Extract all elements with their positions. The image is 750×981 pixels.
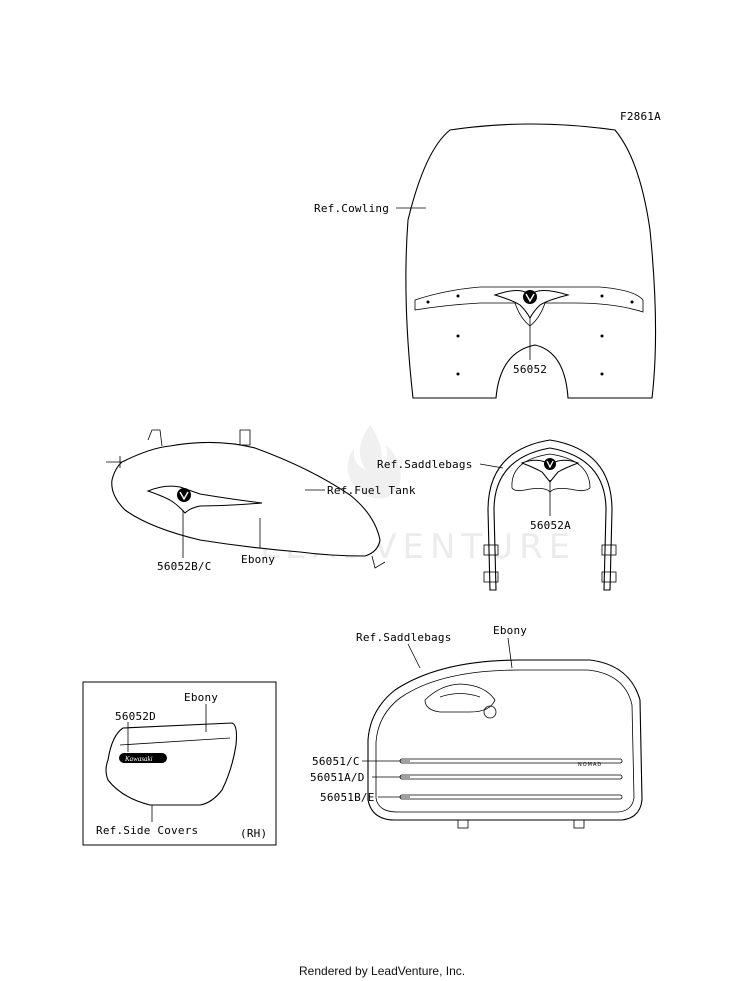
side-cover — [105, 722, 238, 806]
windshield-bolt-holes — [426, 294, 634, 376]
label-56051ad: 56051A/D — [310, 771, 365, 784]
label-ref-saddlebags-top: Ref.Saddlebags — [377, 458, 473, 471]
figure-id: F2861A — [620, 110, 661, 123]
backrest-foot-left — [483, 571, 499, 583]
saddlebag-lid-edge — [375, 669, 635, 813]
windshield-assembly: Ref.Cowling 56052 — [314, 123, 657, 399]
saddlebag-latch — [424, 683, 496, 713]
tank-bracket-front — [147, 429, 163, 447]
fuel-tank-assembly: 56052B/C Ebony Ref.Fuel Tank — [106, 429, 416, 573]
leader-ref-saddlebags-bottom — [407, 643, 421, 669]
footer-credit: Rendered by LeadVenture, Inc. — [299, 964, 465, 978]
label-ebony-saddlebag: Ebony — [493, 624, 527, 637]
emblem-56052a — [520, 458, 580, 483]
windshield-mount-bracket — [414, 286, 644, 327]
label-ebony-side: Ebony — [184, 691, 218, 704]
label-rh: (RH) — [240, 827, 267, 840]
label-ref-saddlebags-bottom: Ref.Saddlebags — [356, 631, 452, 644]
tank-mount-rear — [371, 555, 386, 569]
label-ref-cowling: Ref.Cowling — [314, 202, 389, 215]
backrest-pad — [511, 453, 591, 493]
label-56051be: 56051B/E — [320, 791, 375, 804]
emblem-56052bc — [146, 485, 263, 514]
saddlebag — [367, 659, 643, 821]
emblem-56052 — [493, 290, 570, 320]
label-56052: 56052 — [513, 363, 547, 376]
leader-ebony-saddlebag — [507, 637, 513, 669]
label-ebony-tank: Ebony — [241, 553, 275, 566]
saddlebag-latch-detail — [439, 693, 481, 698]
backrest-foot-right — [601, 571, 617, 583]
saddlebag-foot-right — [573, 819, 585, 829]
tank-mount-front — [106, 456, 122, 468]
saddlebag-foot-left — [457, 819, 469, 829]
watermark-flame-icon — [347, 425, 401, 499]
kawasaki-decal — [119, 753, 167, 763]
kawasaki-decal-56052d: Kawasaki — [119, 753, 167, 763]
leader-ref-saddlebags-top — [479, 463, 504, 469]
label-56052d: 56052D — [115, 710, 156, 723]
label-56051c: 56051/C — [312, 755, 360, 768]
nomad-mark: NOMAD — [578, 762, 602, 768]
fuel-tank — [111, 441, 381, 557]
side-cover-inset: Kawasaki 56052D Ebony Ref.Side Covers (R… — [82, 681, 277, 846]
backrest-frame — [487, 439, 613, 591]
backrest-clamp-right — [601, 544, 617, 556]
tank-emblem-badge-icon — [177, 488, 191, 502]
backrest-assembly: 56052A Ref.Saddlebags — [377, 439, 617, 591]
label-56052bc: 56052B/C — [157, 560, 212, 573]
saddlebag-assembly: NOMAD Ref.Saddlebags Ebony 56051/C 56051… — [310, 624, 643, 829]
fuel-cap — [239, 429, 251, 446]
kawasaki-mark: Kawasaki — [124, 755, 153, 763]
label-56052a: 56052A — [530, 519, 571, 532]
windshield — [405, 123, 657, 399]
saddlebag-lock — [483, 705, 497, 719]
emblem-badge-icon — [523, 290, 537, 304]
backrest-clamp-left — [483, 544, 499, 556]
side-cover-edge — [119, 737, 231, 746]
label-ref-fuel-tank: Ref.Fuel Tank — [327, 484, 416, 497]
label-ref-side-covers: Ref.Side Covers — [96, 824, 198, 837]
